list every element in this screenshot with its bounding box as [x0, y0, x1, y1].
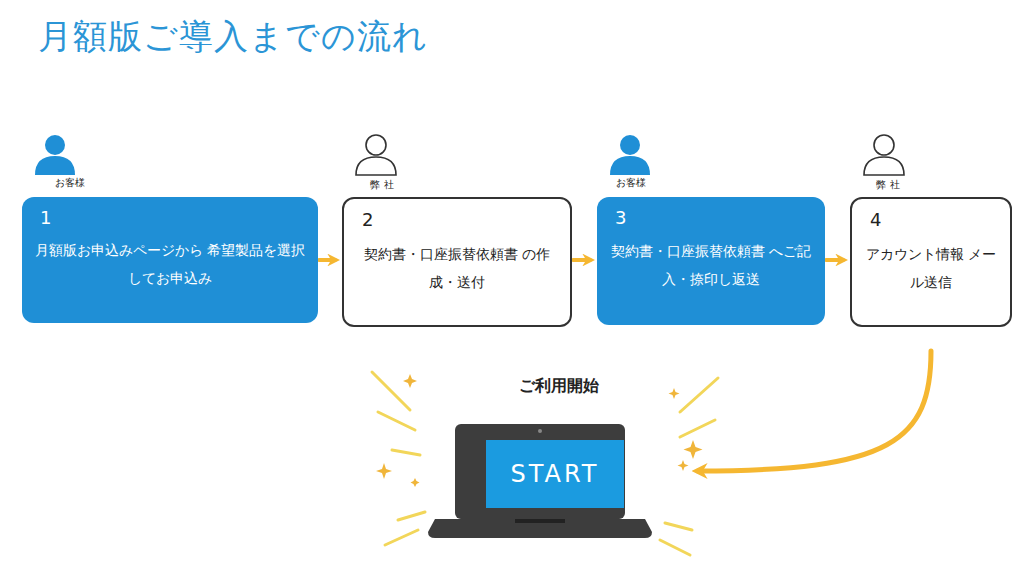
- role-label: お客様: [616, 176, 646, 190]
- start-heading: ご利用開始: [428, 376, 690, 397]
- customer-icon: [35, 135, 75, 175]
- flow-arrow: [698, 351, 931, 471]
- laptop: [428, 424, 652, 538]
- step-text: アカウント情報 メール送信: [862, 240, 1000, 296]
- step-text: 契約書・口座振替依頼書 へご記入・捺印し返送: [607, 237, 815, 293]
- process-box: お客様1月額版お申込みページから 希望製品を選択してお申込み: [22, 197, 318, 323]
- flow-arrow: [573, 258, 590, 262]
- process-box: 弊 社4アカウント情報 メール送信: [850, 197, 1012, 327]
- process-box: 弊 社2契約書・口座振替依頼書 の作成・送付: [342, 197, 572, 327]
- process-box: お客様3契約書・口座振替依頼書 へご記入・捺印し返送: [597, 197, 825, 325]
- company-icon: [864, 135, 904, 175]
- laptop-node: ご利用開始 START: [428, 376, 690, 536]
- step-number: 2: [362, 209, 373, 230]
- flow-arrow: [319, 258, 335, 262]
- customer-icon: [610, 135, 650, 175]
- role-label: 弊 社: [876, 178, 899, 192]
- step-number: 4: [870, 209, 881, 230]
- step-text: 契約書・口座振替依頼書 の作成・送付: [354, 240, 560, 296]
- role-label: お客様: [55, 176, 85, 190]
- role-label: 弊 社: [370, 178, 393, 192]
- step-number: 1: [40, 207, 51, 228]
- laptop-screen: START: [486, 440, 624, 508]
- company-icon: [356, 135, 396, 175]
- title: 月額版ご導入までの流れ: [38, 14, 428, 60]
- step-number: 3: [615, 207, 626, 228]
- flow-arrow: [826, 258, 843, 262]
- sparkle-lines: [372, 372, 718, 555]
- step-text: 月額版お申込みページから 希望製品を選択してお申込み: [32, 236, 308, 292]
